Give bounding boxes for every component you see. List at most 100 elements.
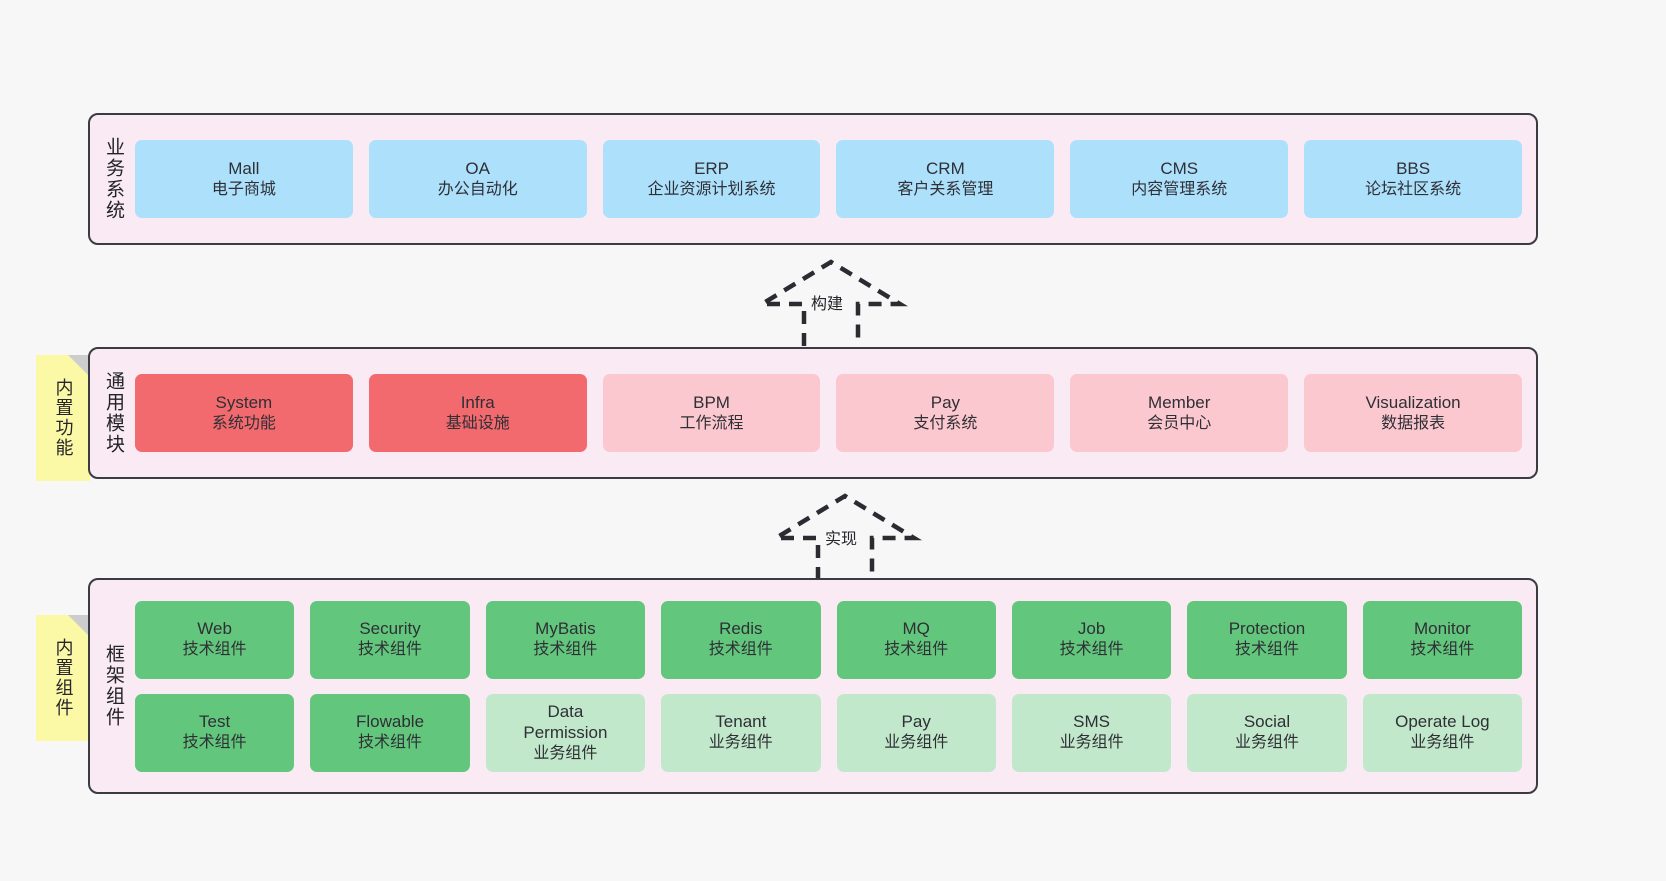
card-subtitle: 技术组件 [1059,641,1124,659]
card-title: Operate Log [1395,712,1490,732]
card-title: OA [465,158,490,178]
sticky-note-builtin-component: 内置组件 [36,615,90,741]
card-subtitle: 业务组件 [1234,734,1299,752]
card-subtitle: 电子商城 [211,180,276,198]
card-subtitle: 客户关系管理 [897,180,994,198]
connector-build-label: 构建 [811,296,844,313]
card-subtitle: 会员中心 [1147,414,1212,432]
card-subtitle: 技术组件 [182,641,247,659]
layer-label-business-system: 业务系统 [102,137,124,221]
card-oa[interactable]: OA 办公自动化 [368,140,587,218]
card-subtitle: 技术组件 [358,641,423,659]
card-row: Mall 电子商城 OA 办公自动化 ERP 企业资源计划系统 CRM 客户关系… [134,140,1522,218]
card-title: Security [359,619,421,639]
card-title: Pay [901,712,931,732]
card-subtitle: 技术组件 [182,734,247,752]
card-title: Mall [228,158,260,178]
card-job[interactable]: Job 技术组件 [1011,600,1172,679]
card-subtitle: 企业资源计划系统 [647,180,776,198]
card-title: BPM [693,392,730,412]
card-security[interactable]: Security 技术组件 [310,600,470,679]
card-subtitle: 工作流程 [679,414,744,432]
layer-body-common-module: System 系统功能 Infra 基础设施 BPM 工作流程 Pay 支付系统… [131,374,1536,452]
card-erp[interactable]: ERP 企业资源计划系统 [602,140,821,218]
card-title: CRM [926,158,965,178]
card-row: Test 技术组件 Flowable 技术组件 Data Permission … [134,693,1523,772]
card-title: Protection [1228,619,1306,639]
sticky-note-builtin-function: 内置功能 [36,355,90,481]
layer-business-system: 业务系统 Mall 电子商城 OA 办公自动化 ERP 企业资源计划系统 CRM… [88,113,1538,245]
layer-label-framework-component: 框架组件 [102,644,124,728]
card-title: Tenant [715,712,767,732]
card-redis[interactable]: Redis 技术组件 [661,600,821,679]
card-flowable[interactable]: Flowable 技术组件 [310,693,470,772]
connector-implement-label: 实现 [825,531,858,548]
card-title: Redis [719,619,763,639]
layer-body-business-system: Mall 电子商城 OA 办公自动化 ERP 企业资源计划系统 CRM 客户关系… [131,140,1536,218]
card-bbs[interactable]: BBS 论坛社区系统 [1304,140,1522,218]
card-bpm[interactable]: BPM 工作流程 [602,374,821,452]
layer-framework-component: 框架组件 Web 技术组件 Security 技术组件 MyBatis 技术组件… [88,578,1538,794]
card-pay[interactable]: Pay 支付系统 [836,374,1055,452]
card-subtitle: 业务组件 [1410,734,1475,752]
card-title: CMS [1160,158,1199,178]
card-title: Pay [930,392,961,412]
card-mybatis[interactable]: MyBatis 技术组件 [485,600,646,679]
card-title: MQ [902,619,930,639]
card-title: Job [1077,619,1106,639]
card-test[interactable]: Test 技术组件 [134,693,295,772]
card-title: Web [197,619,232,639]
card-subtitle: 技术组件 [708,641,773,659]
sticky-note-label: 内置组件 [53,638,74,718]
card-title: Member [1148,392,1211,412]
card-mall[interactable]: Mall 电子商城 [134,140,353,218]
card-protection[interactable]: Protection 技术组件 [1187,600,1347,679]
card-tenant[interactable]: Tenant 业务组件 [661,693,821,772]
card-subtitle: 论坛社区系统 [1365,180,1462,198]
layer-body-framework-component: Web 技术组件 Security 技术组件 MyBatis 技术组件 Redi… [131,600,1536,772]
fold-corner-icon [68,615,90,637]
card-visualization[interactable]: Visualization 数据报表 [1304,374,1522,452]
layer-common-module: 通用模块 System 系统功能 Infra 基础设施 BPM 工作流程 Pay… [88,347,1538,479]
card-title: Data Permission [523,701,608,743]
card-sms[interactable]: SMS 业务组件 [1011,693,1172,772]
card-subtitle: 技术组件 [1410,641,1475,659]
card-subtitle: 系统功能 [211,414,276,432]
connector-implement-arrow [767,492,923,580]
card-title: Test [199,712,231,732]
card-row: System 系统功能 Infra 基础设施 BPM 工作流程 Pay 支付系统… [134,374,1522,452]
card-title: BBS [1396,158,1431,178]
connector-build-arrow [753,258,909,346]
card-subtitle: 业务组件 [533,745,598,763]
card-subtitle: 业务组件 [884,734,949,752]
card-data-permission[interactable]: Data Permission 业务组件 [485,693,646,772]
card-title: Monitor [1414,619,1471,639]
card-title: System [215,392,273,412]
card-cms[interactable]: CMS 内容管理系统 [1070,140,1289,218]
card-title: Infra [460,392,495,412]
card-web[interactable]: Web 技术组件 [134,600,295,679]
card-crm[interactable]: CRM 客户关系管理 [836,140,1055,218]
card-mq[interactable]: MQ 技术组件 [836,600,996,679]
card-subtitle: 技术组件 [358,734,423,752]
card-title: MyBatis [535,619,596,639]
card-title: Visualization [1365,392,1461,412]
card-operate-log[interactable]: Operate Log 业务组件 [1362,693,1523,772]
card-infra[interactable]: Infra 基础设施 [368,374,587,452]
card-title: Flowable [356,712,425,732]
card-monitor[interactable]: Monitor 技术组件 [1362,600,1523,679]
card-title: SMS [1073,712,1110,732]
card-title: Social [1243,712,1291,732]
card-row: Web 技术组件 Security 技术组件 MyBatis 技术组件 Redi… [134,600,1523,679]
card-subtitle: 数据报表 [1381,414,1446,432]
card-member[interactable]: Member 会员中心 [1070,374,1289,452]
card-subtitle: 内容管理系统 [1131,180,1228,198]
card-title: ERP [694,158,730,178]
card-subtitle: 业务组件 [708,734,773,752]
card-social[interactable]: Social 业务组件 [1187,693,1347,772]
card-system[interactable]: System 系统功能 [134,374,353,452]
card-subtitle: 技术组件 [884,641,949,659]
card-pay-business[interactable]: Pay 业务组件 [836,693,996,772]
card-subtitle: 支付系统 [913,414,978,432]
